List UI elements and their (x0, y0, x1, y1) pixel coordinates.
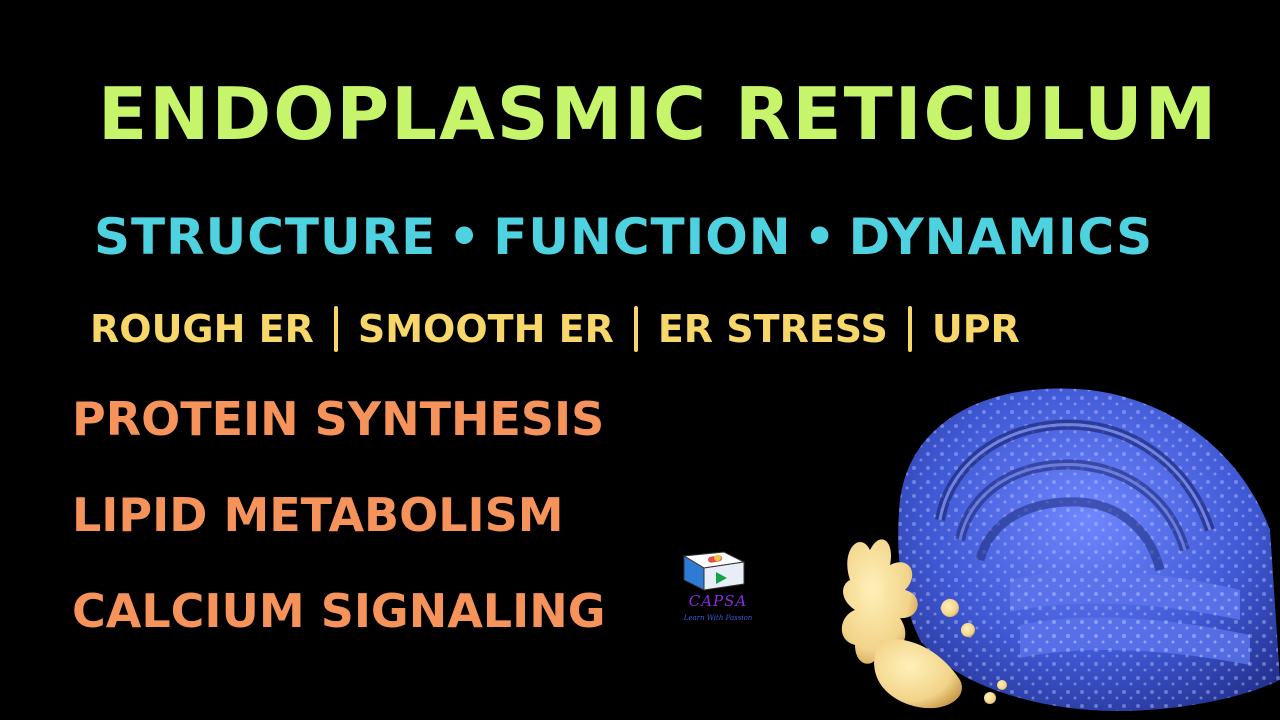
er-type-rough: ROUGH ER (90, 307, 314, 351)
er-types-list: ROUGH ER SMOOTH ER ER STRESS UPR (90, 306, 1020, 352)
functions-list: PROTEIN SYNTHESIS LIPID METABOLISM CALCI… (72, 396, 605, 684)
subtitle-separator: • (448, 208, 482, 266)
endoplasmic-reticulum-illustration (841, 388, 1280, 711)
function-lipid-metabolism: LIPID METABOLISM (72, 488, 564, 542)
divider (333, 306, 338, 352)
subtitle: STRUCTURE•FUNCTION•DYNAMICS (94, 212, 1153, 262)
function-protein-synthesis: PROTEIN SYNTHESIS (72, 392, 605, 446)
capsa-logo-icon (682, 551, 746, 591)
page-title: ENDOPLASMIC RETICULUM (98, 72, 1219, 156)
er-type-stress: ER STRESS (657, 307, 888, 351)
subtitle-separator: • (803, 208, 837, 266)
er-type-upr: UPR (931, 307, 1020, 351)
divider (633, 306, 638, 352)
logo-name: CAPSA (688, 592, 748, 610)
er-type-smooth: SMOOTH ER (357, 307, 614, 351)
subtitle-dynamics: DYNAMICS (848, 208, 1154, 266)
function-calcium-signaling: CALCIUM SIGNALING (72, 584, 606, 638)
subtitle-function: FUNCTION (493, 208, 792, 266)
divider (907, 306, 912, 352)
logo-tagline: Learn With Passion (683, 614, 753, 622)
subtitle-structure: STRUCTURE (94, 208, 437, 266)
